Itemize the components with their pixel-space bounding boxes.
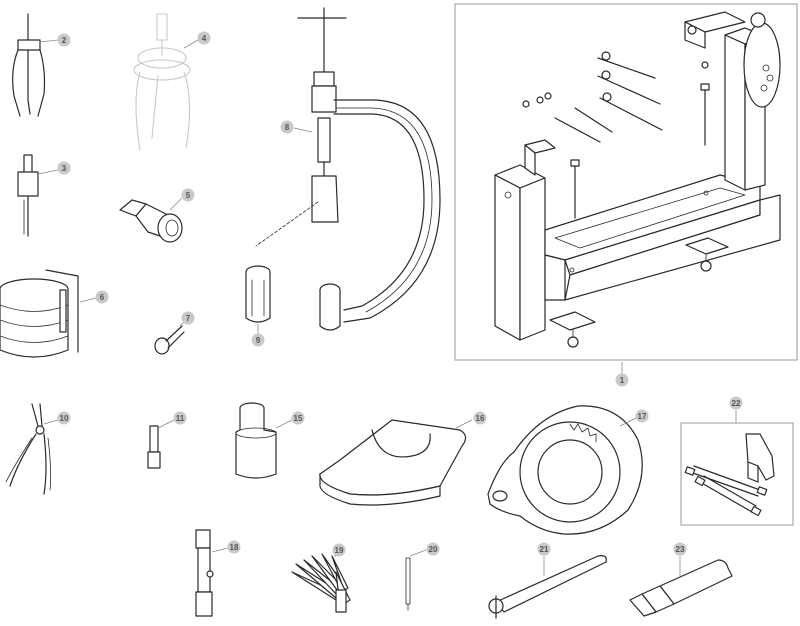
callout-6: 6: [79, 290, 109, 304]
callout-1: 1: [615, 362, 629, 387]
callout-11: 11: [157, 411, 187, 429]
callout-10: 10: [43, 411, 71, 425]
svg-text:7: 7: [186, 314, 191, 323]
svg-text:6: 6: [100, 293, 105, 302]
pin-tool: [154, 325, 185, 355]
svg-text:10: 10: [60, 414, 69, 423]
callout-8: 8: [280, 120, 313, 134]
feeler-gauge-set: [291, 553, 351, 613]
callout-23: 23: [673, 542, 687, 576]
installer-23: [629, 559, 733, 617]
svg-text:18: 18: [230, 543, 239, 552]
bearing-puller-adapter: [17, 154, 39, 237]
puller-ghost: [133, 13, 191, 151]
circlip-pliers: [5, 403, 52, 495]
pin-spanner: [488, 555, 607, 619]
svg-text:16: 16: [476, 414, 485, 423]
engine-stand: [494, 11, 781, 348]
callout-4: 4: [183, 31, 211, 49]
svg-text:1: 1: [620, 376, 625, 385]
tool-22-set: [684, 433, 775, 517]
piston-ring-compressor: [0, 269, 79, 358]
clutch-holder: [487, 405, 643, 535]
svg-text:11: 11: [176, 414, 185, 423]
svg-text:22: 22: [732, 399, 741, 408]
clamp-link-line: [255, 201, 319, 247]
pin-19: [405, 557, 411, 611]
drift-tool: [147, 425, 161, 469]
svg-text:21: 21: [540, 545, 549, 554]
callout-16: 18: [211, 540, 241, 554]
svg-text:9: 9: [256, 336, 261, 345]
holder-plate: [319, 419, 467, 506]
callout-5: 5: [169, 188, 195, 211]
callout-21: 21: [537, 542, 551, 576]
stand-bolts: [522, 51, 710, 219]
svg-text:3: 3: [62, 164, 67, 173]
callout-17: 16: [455, 411, 487, 429]
callout-2: 2: [39, 33, 71, 47]
svg-text:20: 20: [429, 545, 438, 554]
three-jaw-puller: [12, 13, 46, 117]
valve-spring-compressor: [297, 7, 441, 331]
callout-22: 22: [729, 396, 743, 423]
callout-19: 20: [409, 542, 440, 557]
engine-stand-frame-box: [454, 3, 798, 361]
callout-3: 3: [37, 161, 71, 175]
callout-15: 15: [275, 411, 305, 429]
svg-text:23: 23: [676, 545, 685, 554]
callout-18: 19: [332, 543, 346, 557]
socket-15: [235, 402, 277, 479]
socket-adapter: [119, 199, 183, 243]
svg-text:5: 5: [186, 191, 191, 200]
svg-text:2: 2: [62, 36, 67, 45]
socket-wrench-16: [195, 529, 214, 617]
callout-7: 7: [179, 311, 195, 327]
svg-text:8: 8: [285, 123, 290, 132]
svg-text:17: 17: [638, 412, 647, 421]
callout-20: 17: [619, 409, 649, 427]
svg-text:15: 15: [294, 414, 303, 423]
valve-compressor-adapter: [245, 265, 271, 323]
tool-22-box: [680, 422, 794, 526]
callout-9: 9: [251, 324, 265, 347]
svg-text:19: 19: [335, 546, 344, 555]
svg-text:4: 4: [202, 34, 207, 43]
